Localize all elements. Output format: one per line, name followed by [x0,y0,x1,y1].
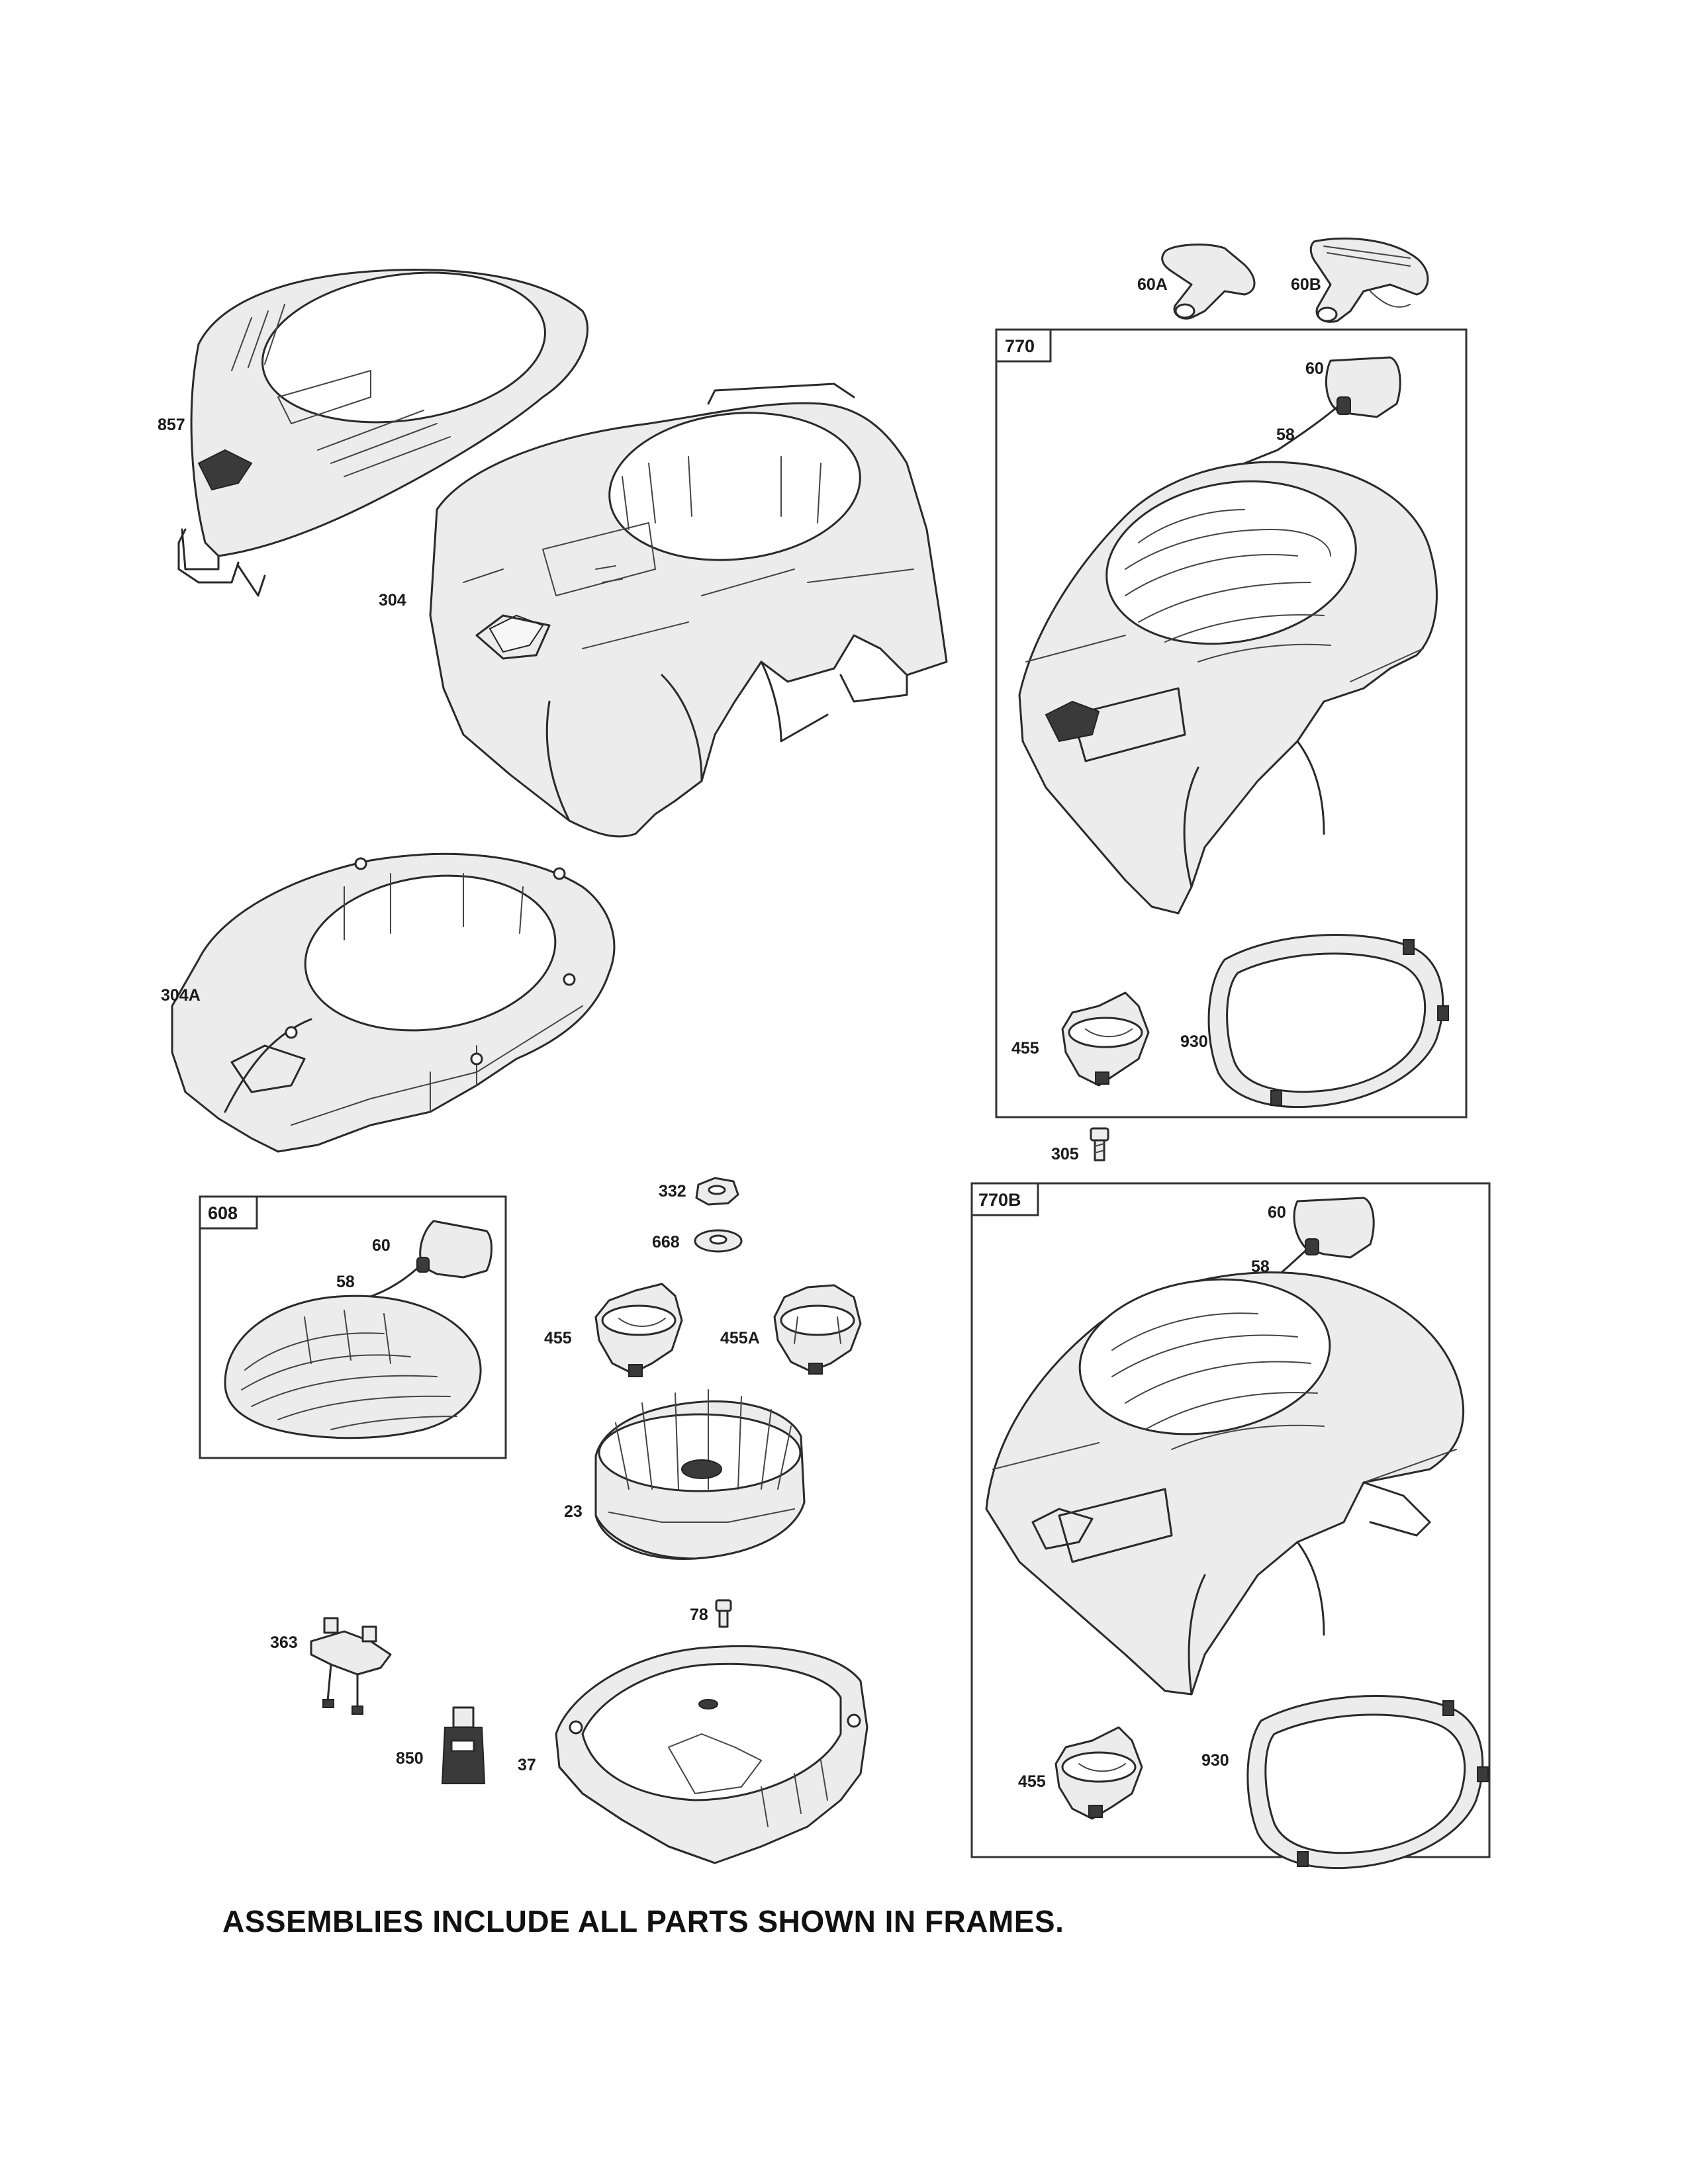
frame-770b: 770B 60 58 455 [970,1182,1491,1869]
label-770-58: 58 [1276,426,1295,444]
label-668: 668 [652,1233,680,1251]
part-668-washer [694,1229,743,1253]
label-770b-60: 60 [1268,1203,1286,1222]
part-78-screw [715,1599,732,1628]
part-770b-930-ring [1246,1695,1489,1869]
label-455a: 455A [720,1329,760,1347]
part-305-screw [1090,1127,1109,1161]
part-455-ratchet [594,1283,683,1377]
label-770-60: 60 [1305,359,1324,378]
part-455a-ratchet [773,1284,862,1375]
frame-608: 608 60 58 [199,1195,507,1459]
label-857: 857 [158,416,185,434]
label-60b: 60B [1291,275,1321,294]
label-770b-930: 930 [1201,1751,1229,1770]
label-23: 23 [564,1502,583,1521]
label-850: 850 [396,1749,424,1768]
label-770-930: 930 [1180,1032,1208,1051]
part-332-nut [695,1177,739,1206]
frame-label-608: 608 [208,1203,238,1223]
label-304a: 304A [161,986,201,1005]
part-363-clamp [310,1617,392,1715]
label-770-455: 455 [1011,1039,1039,1058]
label-455: 455 [544,1329,572,1347]
label-304: 304 [379,591,406,610]
label-60a: 60A [1137,275,1168,294]
part-37-air-guide [555,1645,868,1864]
label-608-58: 58 [336,1273,355,1291]
part-770b-455-ratchet [1055,1726,1143,1820]
frame-label-770b: 770B [978,1190,1021,1210]
label-37: 37 [518,1756,536,1774]
part-60a-starter-handle [1161,244,1256,320]
part-770-930-ring [1207,934,1449,1108]
part-23-flywheel [594,1389,806,1561]
label-305: 305 [1051,1145,1079,1163]
assemblies-caption: ASSEMBLIES INCLUDE ALL PARTS SHOWN IN FR… [222,1904,1064,1938]
part-857-shroud-cover [177,269,588,597]
label-78: 78 [690,1606,708,1624]
frame-770: 770 60 58 455 [995,328,1468,1118]
label-608-60: 60 [372,1236,391,1255]
part-304-blower-housing [429,383,948,838]
label-363: 363 [270,1633,298,1652]
label-770b-455: 455 [1018,1772,1046,1791]
label-332: 332 [659,1182,686,1201]
part-850-sealant-tube [441,1706,486,1784]
frame-label-770: 770 [1005,336,1035,356]
part-304a-blower-housing [171,852,616,1153]
part-770-455-ratchet [1061,991,1150,1087]
part-60b-starter-handle [1309,237,1429,323]
